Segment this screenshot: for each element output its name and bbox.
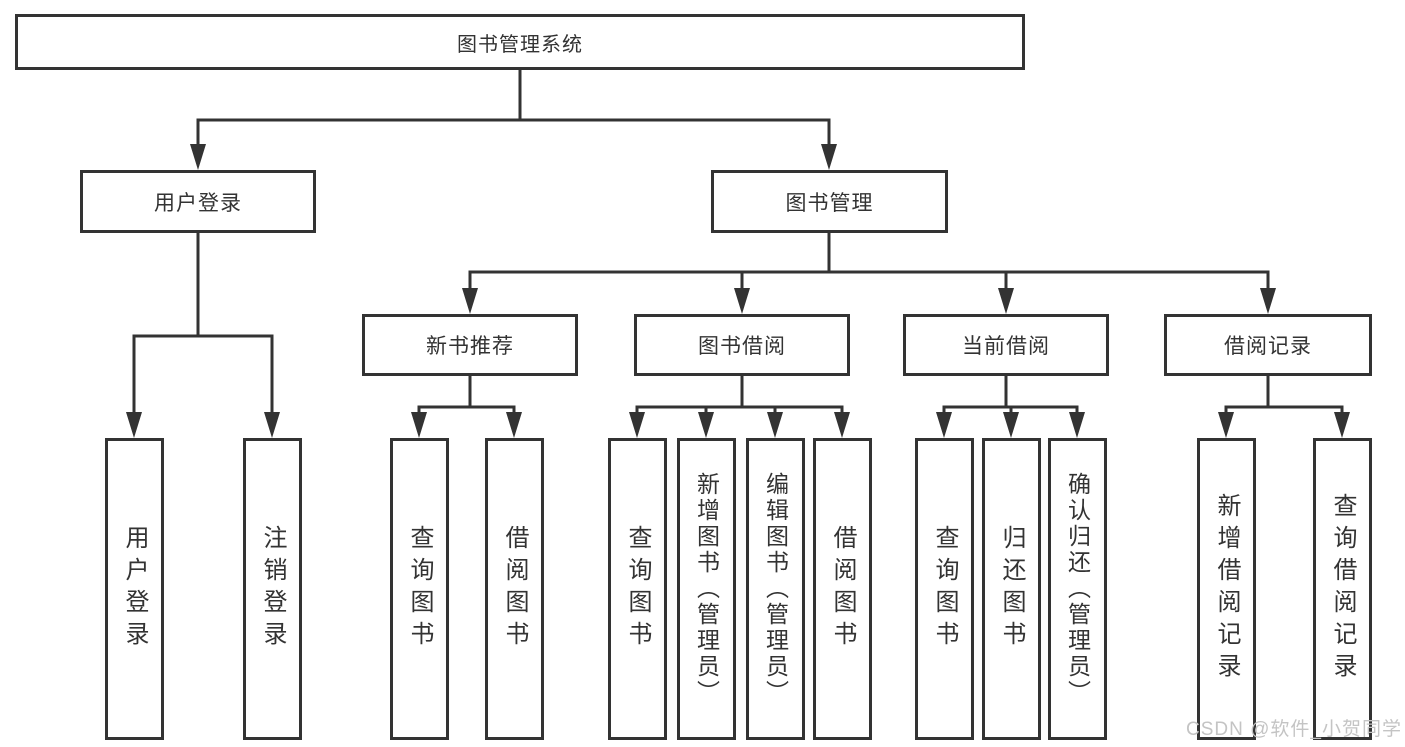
leaf-borrow-books: 借阅图书	[813, 438, 872, 740]
node-current-borrowing: 当前借阅	[903, 314, 1109, 376]
node-user-login: 用户登录	[80, 170, 316, 233]
leaf-user-login: 用户登录	[105, 438, 164, 740]
leaf-add-borrow-record: 新增借阅记录	[1197, 438, 1256, 740]
leaf-query-books-current: 查询图书	[915, 438, 974, 740]
node-book-management: 图书管理	[711, 170, 948, 233]
leaf-query-books-borrow: 查询图书	[608, 438, 667, 740]
leaf-return-books: 归还图书	[982, 438, 1041, 740]
leaf-confirm-return-admin: 确认归还（管理员）	[1048, 438, 1107, 740]
node-library-management-system: 图书管理系统	[15, 14, 1025, 70]
csdn-watermark: CSDN @软件_小贺同学	[1186, 719, 1402, 740]
leaf-logout: 注销登录	[243, 438, 302, 740]
node-book-borrowing: 图书借阅	[634, 314, 850, 376]
leaf-query-books-recommend: 查询图书	[390, 438, 449, 740]
leaf-add-books-admin: 新增图书（管理员）	[677, 438, 736, 740]
leaf-edit-books-admin: 编辑图书（管理员）	[746, 438, 805, 740]
leaf-borrow-books-recommend: 借阅图书	[485, 438, 544, 740]
node-borrowing-records: 借阅记录	[1164, 314, 1372, 376]
leaf-query-borrow-record: 查询借阅记录	[1313, 438, 1372, 740]
node-new-book-recommendation: 新书推荐	[362, 314, 578, 376]
arrowhead-icons	[126, 144, 1350, 438]
